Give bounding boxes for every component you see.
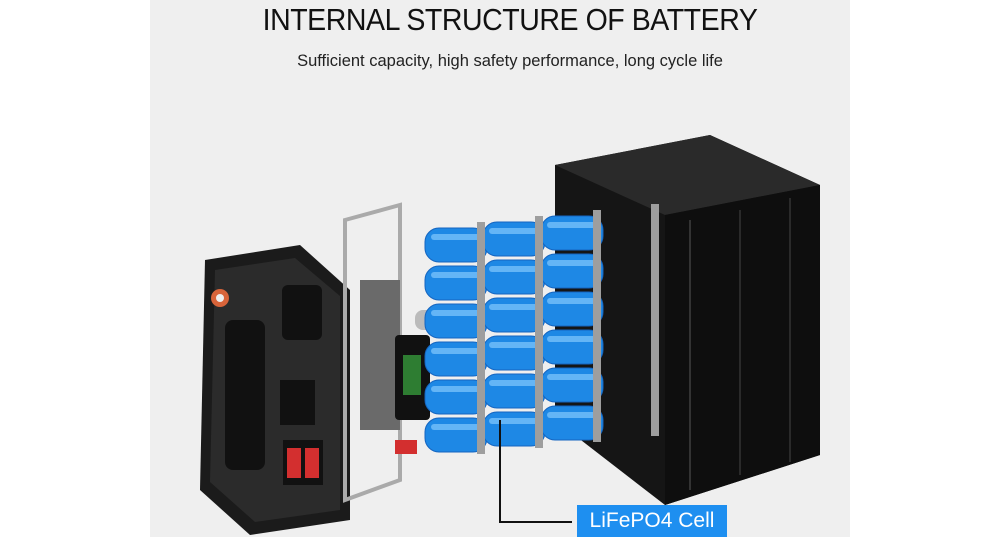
handle <box>225 320 265 470</box>
cell-highlight <box>431 386 481 392</box>
cell-highlight <box>431 310 481 316</box>
lifepo4-cell-label: LiFePO4 Cell <box>577 505 727 537</box>
page-title: INTERNAL STRUCTURE OF BATTERY <box>262 2 758 37</box>
cell-highlight <box>547 374 597 380</box>
cell-pack <box>343 202 659 503</box>
cell-highlight <box>489 418 539 424</box>
cell-highlight <box>489 304 539 310</box>
cell-highlight <box>431 234 481 240</box>
cell-highlight <box>431 424 481 430</box>
battery-lid <box>200 245 350 535</box>
cell-highlight <box>489 266 539 272</box>
callout-line <box>499 420 572 523</box>
cell-highlight <box>489 342 539 348</box>
page-subtitle: Sufficient capacity, high safety perform… <box>297 52 723 70</box>
cell-highlight <box>489 228 539 234</box>
cell-highlight <box>431 272 481 278</box>
nickel-strip <box>593 210 601 442</box>
cell-highlight <box>547 412 597 418</box>
cell-highlight <box>547 336 597 342</box>
cell-highlight <box>547 298 597 304</box>
battery-case <box>555 135 820 505</box>
nickel-strip <box>651 204 659 436</box>
cell-highlight <box>431 348 481 354</box>
cell-highlight <box>547 260 597 266</box>
heatsink <box>360 280 400 430</box>
cell-highlight <box>547 222 597 228</box>
cell-highlight <box>489 380 539 386</box>
nickel-strip <box>535 216 543 448</box>
nickel-strip <box>477 222 485 454</box>
